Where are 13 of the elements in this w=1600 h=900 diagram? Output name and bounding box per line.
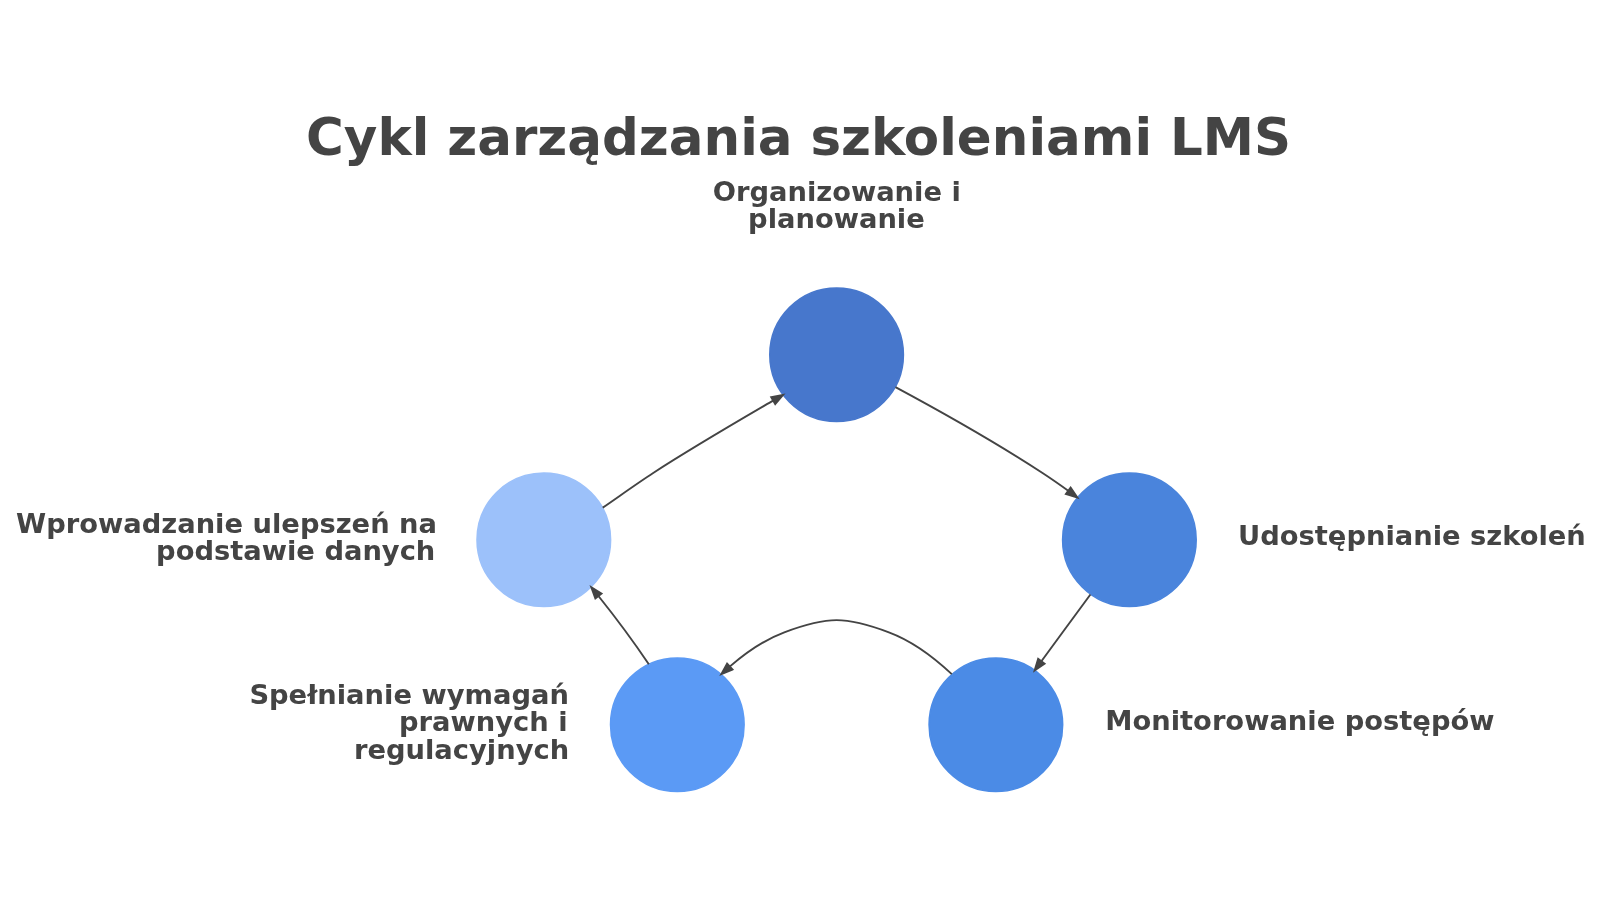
arrow xyxy=(1032,593,1092,673)
node-label: Organizowanie i planowanie xyxy=(712,174,961,234)
node-circle xyxy=(476,471,612,607)
node-circle xyxy=(609,656,745,792)
node-label: Spełnianie wymagań prawnych i regulacyjnych xyxy=(249,678,570,765)
arrow xyxy=(601,392,786,509)
arrow xyxy=(589,584,650,665)
node-label: Monitorowanie postępów xyxy=(1105,704,1495,736)
node-label: Udostępnianie szkoleń xyxy=(1237,519,1586,551)
arrow xyxy=(719,618,953,676)
node-label: Wprowadzanie ulepszeń na podstawie danych xyxy=(16,507,438,566)
diagram-title: Cykl zarządzania szkoleniami LMS xyxy=(306,106,1292,167)
arrow xyxy=(894,385,1080,499)
